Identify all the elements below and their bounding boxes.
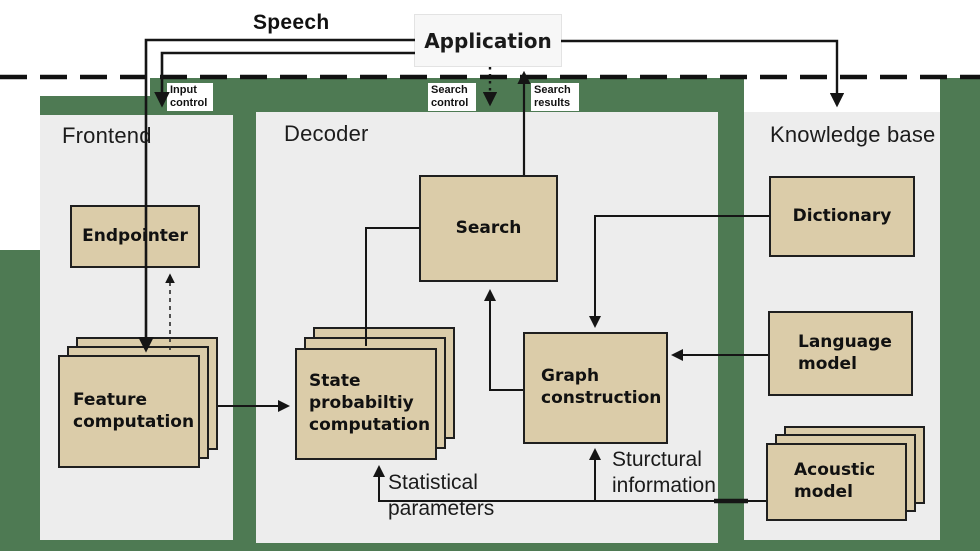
acoustic-model-label: Acoustic model — [794, 460, 876, 502]
dictionary-label: Dictionary — [792, 205, 892, 226]
frontend-title: Frontend — [62, 123, 152, 148]
dictionary-to-graph-arrow — [589, 215, 769, 328]
state-probability-label: State probabiltiy computation — [309, 371, 431, 435]
endpointer-label: Endpointer — [82, 225, 188, 246]
acoustic-to-state-probability-arrow — [373, 465, 766, 502]
language-model-box: Language model — [768, 311, 913, 396]
endpointer-box: Endpointer — [70, 205, 200, 268]
speech-label: Speech — [253, 11, 330, 34]
structural-information-label: Sturctural information — [612, 448, 716, 498]
input-control-label: Input control — [167, 83, 213, 112]
search-to-state-probability-line — [365, 227, 419, 346]
acoustic-model-stack: Acoustic model — [766, 426, 928, 521]
application-box: Application — [415, 15, 561, 66]
state-probability-box: State probabiltiy computation — [295, 348, 437, 460]
feature-computation-label: Feature computation — [73, 389, 195, 432]
graph-construction-box: Graph construction — [523, 332, 668, 444]
application-to-knowledge-arrow — [561, 39, 845, 108]
search-label: Search — [455, 217, 522, 238]
graph-construction-label: Graph construction — [541, 366, 662, 408]
statistical-parameters-label: Statistical parameters — [388, 471, 495, 521]
language-model-label: Language model — [798, 331, 892, 374]
top-white-band-left — [0, 78, 150, 96]
application-label: Application — [424, 28, 552, 53]
input-control-arrow — [154, 51, 415, 108]
feature-computation-stack: Feature computation — [58, 337, 218, 468]
feature-computation-box: Feature computation — [58, 355, 200, 468]
dictionary-box: Dictionary — [769, 176, 915, 257]
frontend-panel — [40, 115, 233, 540]
speech-arrow — [138, 38, 415, 353]
search-control-label: Search control — [428, 83, 476, 112]
state-probability-stack: State probabiltiy computation — [295, 327, 455, 460]
graph-to-search-arrow — [484, 289, 523, 391]
acoustic-model-box: Acoustic model — [766, 443, 907, 521]
left-white-sliver — [0, 96, 40, 250]
search-box: Search — [419, 175, 558, 282]
knowledge-base-title: Knowledge base — [770, 122, 936, 147]
decoder-title: Decoder — [284, 121, 369, 146]
search-results-label: Search results — [531, 83, 579, 112]
